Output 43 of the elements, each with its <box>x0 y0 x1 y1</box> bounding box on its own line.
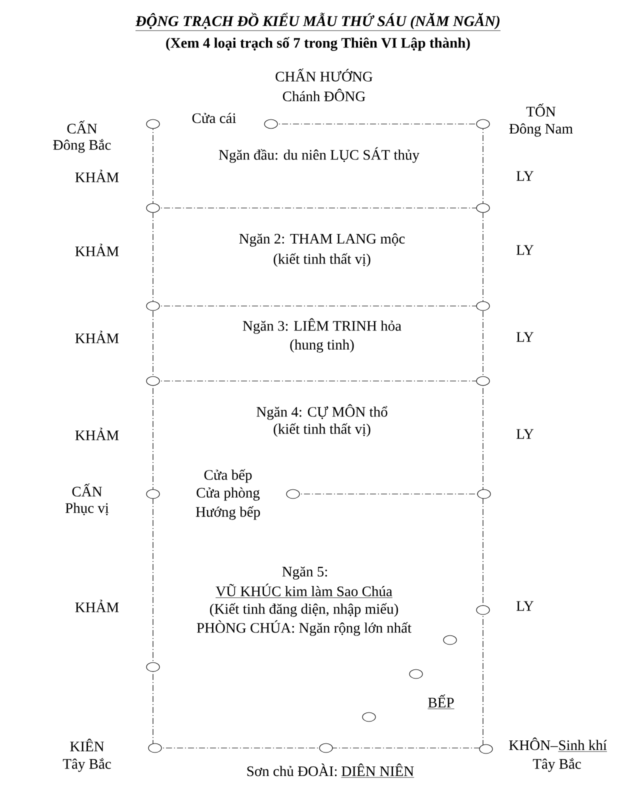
direction-label: LY <box>516 245 534 255</box>
door-label: Cửa bếp <box>204 469 252 483</box>
room-note: (Kiết tinh đăng diện, nhập miếu) <box>210 603 398 617</box>
direction-label: LY <box>516 332 534 342</box>
direction-label: Tây Bắc <box>532 758 581 772</box>
subtitle: (Xem 4 loại trạch số 7 trong Thiên VI Lập thành) <box>166 37 470 51</box>
direction-label: Tây Bắc <box>62 758 111 772</box>
direction-label: CHẤN HƯỚNG <box>276 68 372 82</box>
room-label: Ngăn 2: THAM LANG mộc <box>239 233 405 247</box>
kitchen-label: BẾP <box>428 694 454 710</box>
room-note: PHÒNG CHÚA: Ngăn rộng lớn nhất <box>196 620 412 636</box>
room-note: (hung tinh) <box>290 339 354 353</box>
direction-label: KHÔN– <box>509 738 558 750</box>
room-note: (kiết tinh thất vị) <box>274 423 370 437</box>
direction-label: TỐN <box>526 103 556 116</box>
direction-label: KHẢM <box>75 330 119 344</box>
door-label: Cửa phòng <box>196 487 260 501</box>
direction-label: Chánh ĐÔNG <box>282 88 366 102</box>
room-label: Ngăn 3: LIÊM TRINH hỏa <box>242 318 402 334</box>
title: ĐỘNG TRẠCH ĐỒ KIỂU MẪU THỨ SÁU (NĂM NGĂN) <box>135 12 501 31</box>
mountain-label: Sơn chủ ĐOÀI: <box>247 764 337 776</box>
room-label: Ngăn 5: <box>282 566 327 580</box>
direction-label: KHẢM <box>75 170 119 182</box>
direction-label: Phục vị <box>65 502 109 516</box>
door-label: Hướng bếp <box>196 506 260 520</box>
direction-label: KHẢM <box>75 244 119 256</box>
direction-label: KIÊN <box>70 738 104 752</box>
direction-label: KHẢM <box>75 600 119 612</box>
mountain-label: DIÊN NIÊN <box>341 764 414 778</box>
door-label: Cửa cái <box>192 112 236 124</box>
room-label: Ngăn đầu: du niên LỤC SÁT thủy <box>218 147 420 163</box>
direction-label: LY <box>516 429 534 439</box>
direction-label: LY <box>516 601 534 611</box>
direction-label: Đông Nam <box>509 123 573 137</box>
room-label: Ngăn 4: CỰ MÔN thổ <box>256 404 388 420</box>
direction-label: Sinh khí <box>558 740 608 752</box>
room-note: (kiết tinh thất vị) <box>274 253 370 267</box>
room-label: VŨ KHÚC kim làm Sao Chúa <box>215 584 393 598</box>
direction-label: KHẢM <box>75 428 119 440</box>
direction-label: Đông Bắc <box>53 139 111 153</box>
direction-label: CẤN <box>67 120 97 134</box>
direction-label: LY <box>516 171 534 181</box>
direction-label: CẤN <box>72 484 102 496</box>
